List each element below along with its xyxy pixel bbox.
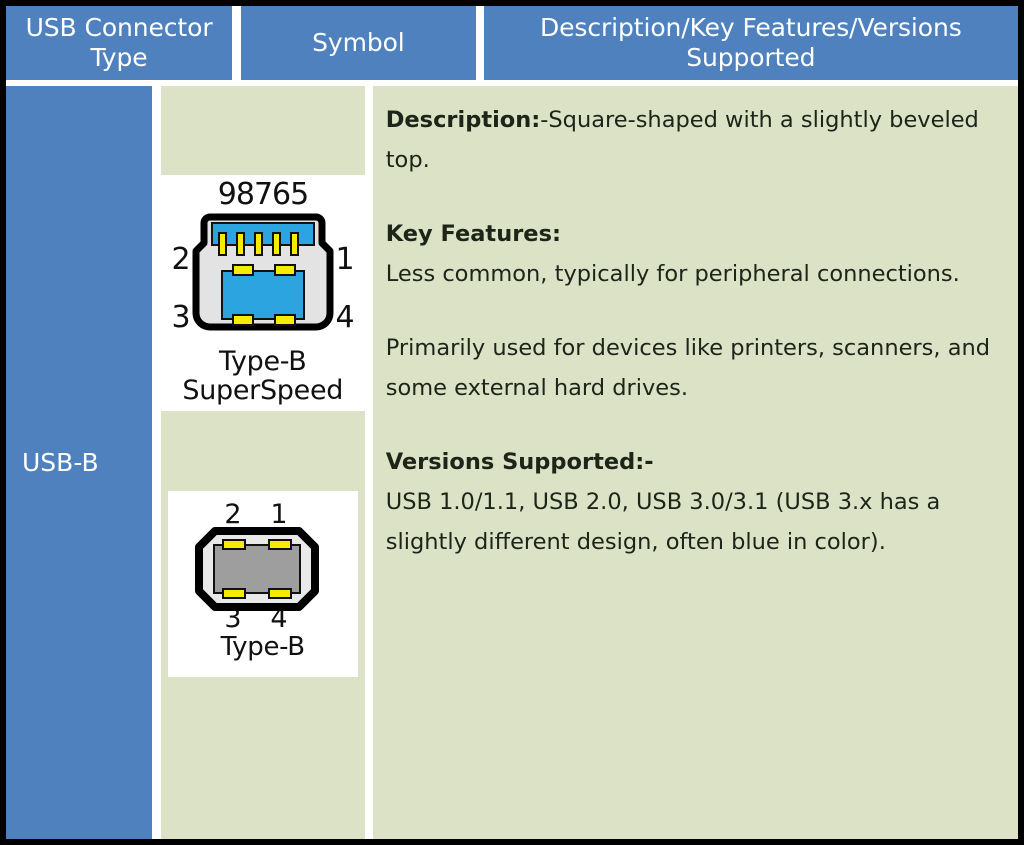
cell-symbol: 98765 2 1 3 4 (160, 86, 365, 839)
table-header-row: USB Connector Type Symbol Description/Ke… (6, 6, 1018, 80)
description-text: -Square-shaped with a slightly beveled t… (385, 107, 979, 174)
svg-text:4: 4 (335, 300, 354, 335)
svg-text:98765: 98765 (218, 179, 308, 212)
cell-description: Description:-Square-shaped with a slight… (372, 86, 1018, 839)
type-b-connector-icon: 2 1 3 4 (194, 499, 319, 633)
usb-connector-table: USB Connector Type Symbol Description/Ke… (6, 6, 1018, 839)
versions-supported-text: USB 1.0/1.1, USB 2.0, USB 3.0/3.1 (USB 3… (385, 489, 941, 556)
type-b-superspeed-caption: Type-B SuperSpeed (182, 347, 343, 405)
header-cell-description: Description/Key Features/Versions Suppor… (483, 6, 1018, 80)
header-cell-connector-type: USB Connector Type (6, 6, 233, 80)
spacer-1 (386, 180, 998, 214)
type-b-caption-line1: Type-B (220, 632, 306, 662)
header-body-divider (6, 80, 1018, 86)
svg-text:1: 1 (270, 499, 287, 530)
description-label: Description: (385, 107, 541, 133)
connector-type-label: USB-B (22, 448, 99, 477)
description-paragraph: Description:-Square-shaped with a slight… (386, 100, 998, 180)
header-cell-symbol: Symbol (241, 6, 476, 80)
versions-supported-label: Versions Supported:- (385, 449, 654, 476)
key-features-text-1: Less common, typically for peripheral co… (385, 261, 960, 288)
svg-text:1: 1 (335, 242, 354, 277)
key-features-label: Key Features: (385, 221, 561, 248)
type-b-caption: Type-B (220, 632, 306, 662)
svg-text:3: 3 (171, 300, 190, 335)
type-b-superspeed-symbol-card: 98765 2 1 3 4 (160, 175, 365, 411)
svg-text:2: 2 (171, 242, 190, 277)
type-b-symbol-card: 2 1 3 4 Type- (167, 491, 358, 677)
type-b-superspeed-caption-line2: SuperSpeed (182, 375, 344, 407)
key-features-text-2: Primarily used for devices like printers… (385, 335, 991, 402)
spacer-3 (386, 408, 998, 442)
type-b-superspeed-connector-icon: 98765 2 1 3 4 (171, 179, 354, 335)
cell-connector-type: USB-B (6, 86, 152, 839)
type-b-superspeed-caption-line1: Type-B (218, 346, 307, 377)
spacer-2 (386, 294, 998, 328)
svg-text:2: 2 (224, 499, 241, 530)
table-row: USB-B 98765 2 1 3 4 (6, 86, 1018, 839)
